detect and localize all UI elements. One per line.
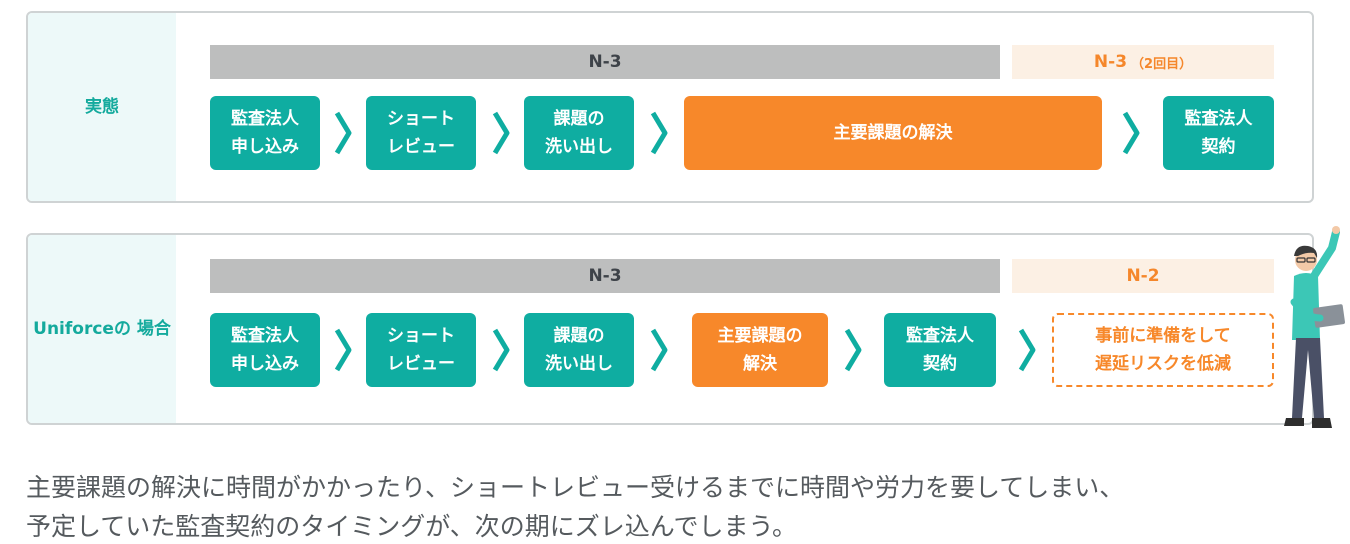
chevron-right-icon: [334, 111, 352, 155]
chevron-right-icon: [334, 328, 352, 372]
uniforce-step-short-review: ショート レビュー: [366, 313, 476, 387]
uniforce-step-contract: 監査法人 契約: [884, 313, 996, 387]
chevron-right-icon: [844, 328, 862, 372]
actual-panel: 実態 N-3 N-3（2回目） 監査法人 申し込み ショート レビュー 課題の …: [26, 11, 1314, 203]
caption-line-2: 予定していた監査契約のタイミングが、次の期にズレ込んでしまう。: [26, 512, 798, 541]
uniforce-band-n3-label: N-3: [588, 266, 622, 286]
uniforce-step-prepare-in-advance: 事前に準備をして 遅延リスクを低減: [1052, 313, 1274, 387]
caption-line-1: 主要課題の解決に時間がかかったり、ショートレビュー受けるまでに時間や労力を要して…: [26, 473, 1125, 502]
chevron-right-icon: [1018, 328, 1036, 372]
uniforce-step-identify-issues: 課題の 洗い出し: [524, 313, 634, 387]
chevron-right-icon: [650, 328, 668, 372]
uniforce-step-apply: 監査法人 申し込み: [210, 313, 320, 387]
chevron-right-icon: [1122, 111, 1140, 155]
uniforce-band-n2-label: N-2: [1126, 266, 1160, 286]
person-with-laptop-illustration: [1284, 226, 1345, 428]
actual-step-short-review: ショート レビュー: [366, 96, 476, 170]
actual-band-n3: N-3: [210, 45, 1000, 79]
chevron-right-icon: [492, 328, 510, 372]
actual-band-n3-second: N-3（2回目）: [1012, 45, 1274, 79]
actual-band-n3-label: N-3: [588, 52, 622, 72]
actual-band-n3-second-sub: （2回目）: [1131, 56, 1193, 72]
uniforce-band-n2: N-2: [1012, 259, 1274, 293]
actual-step-resolve-issues: 主要課題の解決: [684, 96, 1102, 170]
actual-label: 実態: [28, 13, 176, 201]
chevron-right-icon: [492, 111, 510, 155]
uniforce-panel: Uniforceの 場合 N-3 N-2 監査法人 申し込み ショート レビュー…: [26, 233, 1314, 425]
actual-step-contract: 監査法人 契約: [1163, 96, 1274, 170]
uniforce-step-resolve-issues: 主要課題の 解決: [692, 313, 828, 387]
chevron-right-icon: [650, 111, 668, 155]
actual-step-identify-issues: 課題の 洗い出し: [524, 96, 634, 170]
actual-band-n3-second-label: N-3: [1093, 52, 1128, 72]
uniforce-band-n3: N-3: [210, 259, 1000, 293]
uniforce-label: Uniforceの 場合: [28, 235, 176, 423]
actual-step-apply: 監査法人 申し込み: [210, 96, 320, 170]
